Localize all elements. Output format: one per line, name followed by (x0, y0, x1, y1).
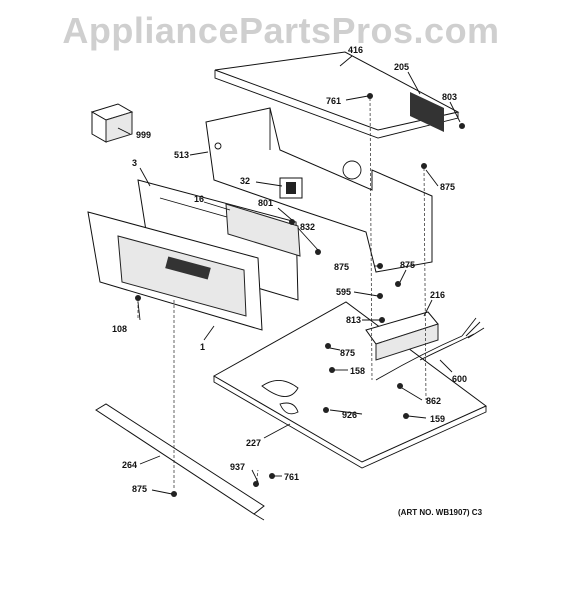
label-3: 3 (132, 158, 137, 168)
literature-box (90, 103, 134, 143)
label-875-mid-right: 875 (400, 260, 415, 270)
control-board (225, 203, 301, 257)
label-875-mid: 875 (334, 262, 349, 272)
wire-harness (375, 317, 485, 381)
label-813: 813 (346, 315, 361, 325)
label-761-top: 761 (326, 96, 341, 106)
label-862: 862 (426, 396, 441, 406)
label-761-bottom: 761 (284, 472, 299, 482)
label-999: 999 (136, 130, 151, 140)
label-108: 108 (112, 324, 127, 334)
label-227: 227 (246, 438, 261, 448)
watermark-logo: AppliancePartsPros.com (62, 10, 500, 51)
base-plate (212, 301, 487, 469)
art-number: (ART NO. WB1907) C3 (398, 508, 483, 517)
label-875-lower: 875 (340, 348, 355, 358)
label-832: 832 (300, 222, 315, 232)
fastener-screws (135, 93, 465, 497)
leader-lines (117, 55, 461, 495)
terminal-block (365, 311, 439, 361)
label-1: 1 (200, 342, 205, 352)
label-32: 32 (240, 176, 250, 186)
control-panel (87, 211, 263, 331)
label-875-right: 875 (440, 182, 455, 192)
label-513: 513 (174, 150, 189, 160)
label-875-bottom: 875 (132, 484, 147, 494)
relay-component (279, 177, 303, 199)
label-264: 264 (122, 460, 137, 470)
label-216: 216 (430, 290, 445, 300)
label-937: 937 (230, 462, 245, 472)
rear-housing (205, 107, 433, 273)
part-labels: 416 205 803 761 999 513 3 32 875 16 801 … (112, 45, 467, 494)
top-cover-panel (214, 51, 460, 139)
label-600: 600 (452, 374, 467, 384)
label-926: 926 (342, 410, 357, 420)
label-595: 595 (336, 287, 351, 297)
label-801: 801 (258, 198, 273, 208)
label-803: 803 (442, 92, 457, 102)
vent-grille (410, 92, 444, 132)
label-159: 159 (430, 414, 445, 424)
trim-strip (95, 403, 265, 521)
label-205: 205 (394, 62, 409, 72)
label-16: 16 (194, 194, 204, 204)
alignment-lines (137, 97, 427, 490)
label-158: 158 (350, 366, 365, 376)
label-416: 416 (348, 45, 363, 55)
